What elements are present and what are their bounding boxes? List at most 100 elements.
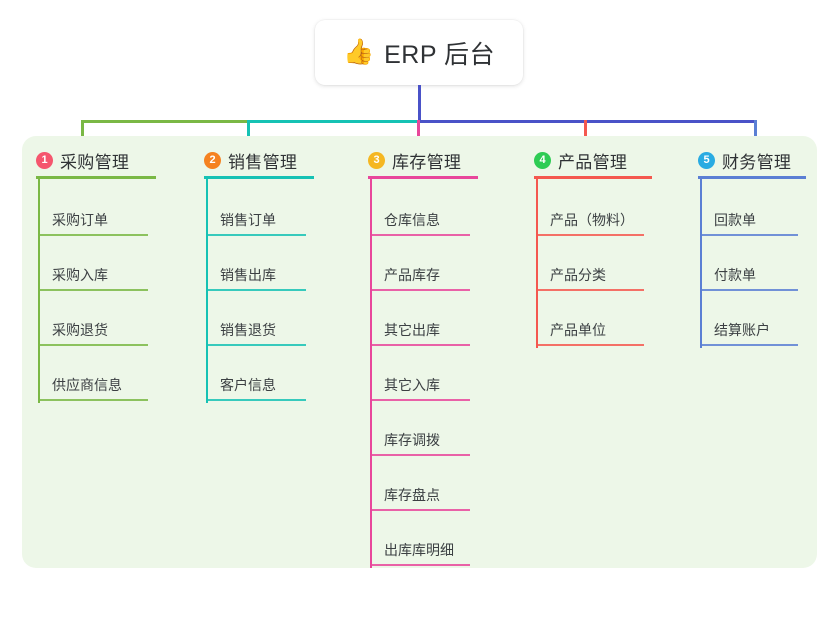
- menu-item[interactable]: 结算账户: [700, 140, 798, 346]
- menu-item-label: 其它入库: [384, 377, 440, 393]
- menu-item-rule: [370, 509, 470, 511]
- column-badge-5: 5: [698, 152, 715, 169]
- menu-item-rule: [38, 399, 148, 401]
- column-header-4[interactable]: 4 产品管理: [534, 148, 627, 173]
- menu-item[interactable]: 客户信息: [206, 140, 306, 401]
- column-drop-1: [81, 120, 84, 147]
- menu-item-rule: [206, 344, 306, 346]
- menu-item-rule: [38, 234, 148, 236]
- menu-item-label: 客户信息: [220, 377, 276, 393]
- root-node[interactable]: 👍 ERP 后台: [315, 20, 523, 85]
- menu-item-label: 付款单: [714, 267, 756, 283]
- column-spine-5: [700, 179, 702, 348]
- menu-item-rule: [38, 344, 148, 346]
- menu-item[interactable]: 仓库信息: [370, 140, 470, 236]
- menu-item-label: 库存调拨: [384, 432, 440, 448]
- column-header-rule-4: [534, 176, 652, 179]
- menu-item[interactable]: 采购退货: [38, 140, 148, 346]
- column-title-4: 产品管理: [558, 153, 628, 172]
- menu-item[interactable]: 采购订单: [38, 140, 148, 236]
- menu-item-rule: [536, 234, 644, 236]
- column-header-3[interactable]: 3 库存管理: [368, 148, 461, 173]
- menu-item-label: 其它出库: [384, 322, 440, 338]
- menu-item[interactable]: 库存盘点: [370, 140, 470, 511]
- menu-item-label: 仓库信息: [384, 212, 440, 228]
- column-title-5: 财务管理: [722, 153, 792, 172]
- menu-item-label: 采购入库: [52, 267, 108, 283]
- menu-item-rule: [700, 344, 798, 346]
- column-3: 3 库存管理仓库信息产品库存其它出库其它入库库存调拨库存盘点出库库明细: [368, 140, 508, 621]
- menu-item[interactable]: 其它入库: [370, 140, 470, 401]
- menu-item-label: 库存盘点: [384, 487, 440, 503]
- column-drop-4: [584, 120, 587, 147]
- menu-item-rule: [370, 564, 470, 566]
- column-badge-2: 2: [204, 152, 221, 169]
- column-header-rule-3: [368, 176, 478, 179]
- menu-item-rule: [536, 344, 644, 346]
- menu-item[interactable]: 销售出库: [206, 140, 306, 291]
- menu-item-label: 销售退货: [220, 322, 276, 338]
- menu-item-rule: [370, 454, 470, 456]
- column-5: 5 财务管理回款单付款单结算账户: [698, 140, 836, 401]
- column-header-rule-5: [698, 176, 806, 179]
- column-title-2: 销售管理: [228, 153, 298, 172]
- menu-item-rule: [38, 289, 148, 291]
- menu-item[interactable]: 产品分类: [536, 140, 644, 291]
- menu-item-rule: [206, 234, 306, 236]
- column-drop-2: [247, 120, 250, 147]
- menu-item-label: 销售订单: [220, 212, 276, 228]
- column-spine-4: [536, 179, 538, 348]
- menu-item-label: 产品分类: [550, 267, 606, 283]
- menu-item-rule: [370, 399, 470, 401]
- column-drop-5: [754, 120, 757, 147]
- connector-segment-2: [248, 120, 418, 123]
- column-spine-2: [206, 179, 208, 403]
- menu-item-label: 采购退货: [52, 322, 108, 338]
- menu-item-label: 产品单位: [550, 322, 606, 338]
- columns-panel: [22, 136, 817, 568]
- menu-item[interactable]: 采购入库: [38, 140, 148, 291]
- menu-item-label: 销售出库: [220, 267, 276, 283]
- menu-item[interactable]: 付款单: [700, 140, 798, 291]
- column-header-2[interactable]: 2 销售管理: [204, 148, 297, 173]
- menu-item-label: 供应商信息: [52, 377, 122, 393]
- connector-segment-1: [82, 120, 248, 123]
- root-title: ERP 后台: [384, 40, 496, 69]
- column-4: 4 产品管理产品（物料） 产品分类产品单位: [534, 140, 682, 401]
- column-badge-3: 3: [368, 152, 385, 169]
- menu-item-rule: [370, 344, 470, 346]
- column-header-rule-2: [204, 176, 314, 179]
- column-badge-4: 4: [534, 152, 551, 169]
- menu-item[interactable]: 回款单: [700, 140, 798, 236]
- menu-item-rule: [370, 234, 470, 236]
- column-spine-1: [38, 179, 40, 403]
- menu-item-label: 采购订单: [52, 212, 108, 228]
- menu-item[interactable]: 库存调拨: [370, 140, 470, 456]
- column-badge-1: 1: [36, 152, 53, 169]
- menu-item[interactable]: 销售订单: [206, 140, 306, 236]
- column-header-5[interactable]: 5 财务管理: [698, 148, 791, 173]
- menu-item-label: 回款单: [714, 212, 756, 228]
- column-drop-3: [417, 120, 420, 147]
- menu-item[interactable]: 产品（物料）: [536, 140, 644, 236]
- menu-item-label: 产品库存: [384, 267, 440, 283]
- menu-item[interactable]: 产品单位: [536, 140, 644, 346]
- menu-item-rule: [700, 234, 798, 236]
- column-2: 2 销售管理销售订单销售出库销售退货客户信息: [204, 140, 344, 456]
- column-title-3: 库存管理: [392, 153, 462, 172]
- menu-item[interactable]: 销售退货: [206, 140, 306, 346]
- menu-item[interactable]: 产品库存: [370, 140, 470, 291]
- menu-item-rule: [700, 289, 798, 291]
- menu-item[interactable]: 出库库明细: [370, 140, 470, 566]
- thumbs-up-icon: 👍: [342, 38, 375, 66]
- menu-item-rule: [206, 399, 306, 401]
- menu-item[interactable]: 供应商信息: [38, 140, 148, 401]
- menu-item-label: 结算账户: [714, 322, 770, 338]
- menu-item-rule: [206, 289, 306, 291]
- menu-item[interactable]: 其它出库: [370, 140, 470, 346]
- root-connector-stem: [418, 85, 421, 123]
- column-header-rule-1: [36, 176, 156, 179]
